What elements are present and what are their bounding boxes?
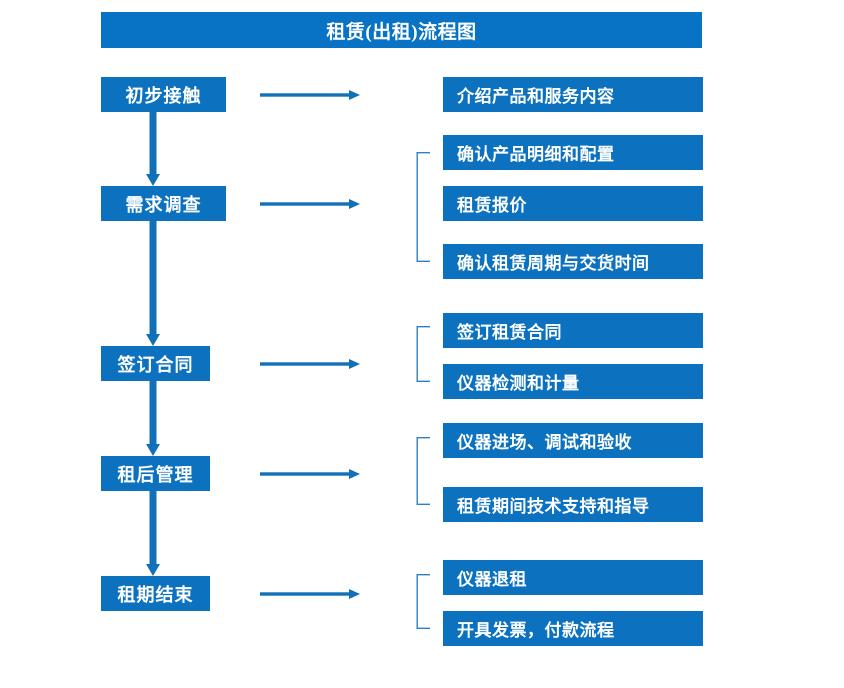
detail-box-instrument-return[interactable]: 仪器退租	[443, 560, 703, 595]
arrow-right-icon-post-rent-management	[260, 466, 360, 482]
arrow-down-icon-2	[142, 221, 164, 346]
detail-box-instrument-entry-debug-acceptance[interactable]: 仪器进场、调试和验收	[443, 423, 703, 458]
arrow-right-icon-demand-survey	[260, 196, 360, 212]
detail-box-introduce-products[interactable]: 介绍产品和服务内容	[443, 77, 703, 112]
detail-box-sign-rental-contract[interactable]: 签订租赁合同	[443, 313, 703, 348]
group-bracket-post-rent-management	[416, 437, 430, 505]
arrow-right-icon-rent-end	[260, 586, 360, 602]
stage-box-post-rent-management[interactable]: 租后管理	[101, 456, 210, 491]
arrow-down-icon-3	[142, 381, 164, 456]
arrow-right-icon-sign-contract	[260, 356, 360, 372]
stage-box-rent-end[interactable]: 租期结束	[101, 576, 210, 611]
stage-box-sign-contract[interactable]: 签订合同	[101, 346, 210, 381]
page-title: 租赁(出租)流程图	[101, 12, 702, 48]
arrow-down-icon-1	[142, 112, 164, 186]
group-bracket-demand-survey	[416, 152, 430, 262]
detail-box-confirm-product-details[interactable]: 确认产品明细和配置	[443, 135, 703, 170]
detail-box-rental-quotation[interactable]: 租赁报价	[443, 186, 703, 221]
arrow-right-icon-initial-contact	[260, 87, 360, 103]
detail-box-technical-support[interactable]: 租赁期间技术支持和指导	[443, 487, 703, 522]
stage-box-initial-contact[interactable]: 初步接触	[101, 77, 226, 112]
detail-box-confirm-rental-period[interactable]: 确认租赁周期与交货时间	[443, 244, 703, 279]
arrow-down-icon-4	[142, 491, 164, 576]
group-bracket-sign-contract	[416, 326, 430, 382]
detail-box-instrument-inspection[interactable]: 仪器检测和计量	[443, 364, 703, 399]
group-bracket-rent-end	[416, 574, 430, 629]
stage-box-demand-survey[interactable]: 需求调查	[101, 186, 226, 221]
detail-box-invoice-payment[interactable]: 开具发票，付款流程	[443, 611, 703, 646]
